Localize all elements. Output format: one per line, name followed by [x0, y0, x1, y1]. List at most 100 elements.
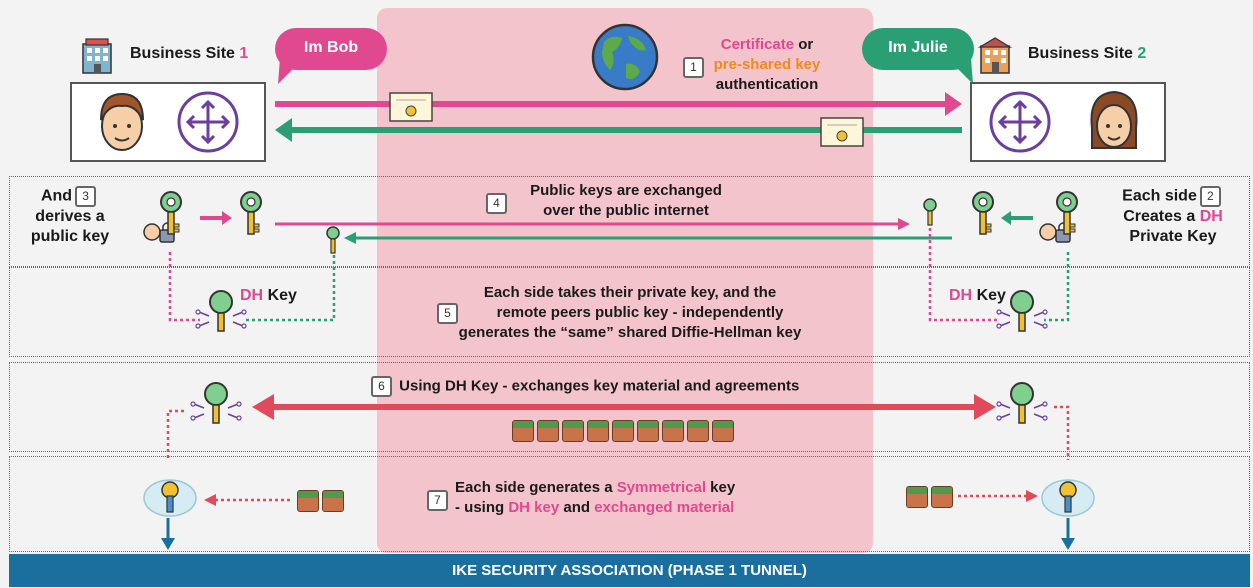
material-tile-icon: [322, 490, 344, 512]
site2-title: Business Site 2: [1028, 44, 1146, 64]
site2-number: 2: [1137, 45, 1147, 62]
julie-bubble-text: Im Julie: [888, 39, 948, 56]
ike-sa-banner: IKE SECURITY ASSOCIATION (PHASE 1 TUNNEL…: [9, 554, 1250, 587]
site1-device-box: [70, 82, 266, 162]
step5-num-box: 5: [437, 303, 458, 324]
building-icon: [977, 36, 1013, 79]
certificate-icon: [389, 92, 433, 122]
step6-num-box: 6: [371, 376, 392, 397]
dh-text: DH: [949, 287, 973, 304]
and-text: and: [563, 499, 591, 516]
authentication-text: authentication: [715, 76, 819, 93]
cloud-key-icon: [1041, 479, 1095, 517]
step5-line1: Each side takes their private key, and t…: [483, 284, 777, 301]
auth-arrows: [275, 92, 962, 147]
certificate-icon: [820, 117, 864, 147]
symmetric-key-graphics: [143, 479, 1095, 550]
dh-key-label: DH Key: [949, 286, 1006, 306]
creates-a-text: Creates a: [1123, 208, 1196, 225]
key-material-tiles: [512, 420, 752, 447]
step1-number: 1: [680, 57, 707, 78]
step2-num-box: 2: [1199, 186, 1221, 207]
arrow-head: [945, 92, 962, 116]
material-tile-icon: [906, 486, 928, 508]
or-text: or: [798, 36, 814, 53]
material-tile-icon: [587, 420, 609, 442]
router-icon: [177, 91, 239, 153]
pre-shared-key-text: pre-shared key: [713, 56, 821, 73]
row-public-keys: [9, 176, 1250, 267]
material-tile-icon: [687, 420, 709, 442]
step7-text: Each side generates a: [455, 479, 613, 496]
using-text: - using: [455, 499, 505, 516]
step1-num-box: 1: [683, 57, 704, 78]
dh-key-icon: [996, 382, 1048, 424]
dh-text: DH: [240, 287, 264, 304]
material-tile-icon: [562, 420, 584, 442]
material-tile-icon: [512, 420, 534, 442]
step7-number: 7: [424, 490, 451, 511]
material-tile-icon: [931, 486, 953, 508]
public-key-icon: [972, 191, 994, 235]
julie-avatar-icon: [1090, 90, 1138, 149]
material-tile-icon: [612, 420, 634, 442]
step5-line3: generates the “same” shared Diffie-Hellm…: [458, 324, 802, 341]
private-key-icon: [160, 191, 182, 235]
key-text: Key: [976, 287, 1006, 304]
step5-line2: remote peers public key - independently: [496, 304, 784, 321]
and-text: And: [40, 187, 73, 205]
step4-caption: Public keys are exchanged over the publi…: [512, 181, 740, 221]
over-public-internet-text: over the public internet: [543, 202, 709, 219]
key-text: Key: [267, 287, 297, 304]
material-tile-icon: [712, 420, 734, 442]
bob-avatar-icon: [100, 92, 144, 151]
site1-label: Business Site: [130, 45, 235, 62]
cloud-key-icon: [143, 479, 197, 517]
step6-caption: 6 Using DH Key - exchanges key material …: [368, 376, 799, 397]
step7-num-box: 7: [427, 490, 448, 511]
each-side-text: Each side: [1122, 187, 1197, 205]
bubble-tail-icon: [278, 58, 300, 84]
step3-num-box: 3: [75, 186, 97, 207]
step7-caption: Each side generates a Symmetrical key - …: [455, 478, 785, 518]
step5-number: 5: [434, 303, 461, 324]
step1-caption: Certificate or pre-shared key authentica…: [684, 35, 850, 95]
arrow-head: [275, 118, 292, 142]
dh-key-icon: [195, 290, 247, 332]
dh-text: DH: [1199, 208, 1223, 225]
material-tiles-left: [297, 490, 347, 517]
public-keys-exchanged-text: Public keys are exchanged: [530, 182, 722, 199]
dh-key-text: DH key: [508, 499, 560, 516]
globe-icon: [591, 23, 659, 91]
step4-number: 4: [483, 193, 510, 214]
material-tile-icon: [537, 420, 559, 442]
step6-text: Using DH Key - exchanges key material an…: [399, 377, 800, 395]
key-exchange-graphics: [143, 191, 1078, 460]
site2-label: Business Site: [1028, 45, 1133, 62]
row-dh-key: [9, 267, 1250, 357]
site1-number: 1: [239, 45, 249, 62]
exchanged-material-text: exchanged material: [594, 499, 735, 516]
bob-speech-bubble: Im Bob: [275, 28, 387, 70]
material-tile-icon: [297, 490, 319, 512]
row-symmetrical-key: [9, 456, 1250, 552]
material-tiles-right: [906, 486, 956, 513]
material-tile-icon: [662, 420, 684, 442]
public-key-icon: [240, 191, 262, 235]
key-text: key: [710, 479, 736, 496]
derives-a-text: derives a: [35, 208, 105, 225]
bob-bubble-text: Im Bob: [303, 39, 359, 56]
step4-num-box: 4: [486, 193, 507, 214]
bubble-tail-icon: [951, 58, 973, 84]
site1-title: Business Site 1: [130, 44, 248, 64]
dh-key-label: DH Key: [240, 286, 297, 306]
building-icon: [80, 36, 114, 79]
symmetrical-text: Symmetrical: [616, 479, 706, 496]
certificate-text: Certificate: [720, 36, 795, 53]
public-key-text: public key: [30, 228, 110, 245]
received-public-key-icon: [923, 198, 937, 226]
public-internet-band: [377, 8, 873, 553]
private-key-icon: [1056, 191, 1078, 235]
